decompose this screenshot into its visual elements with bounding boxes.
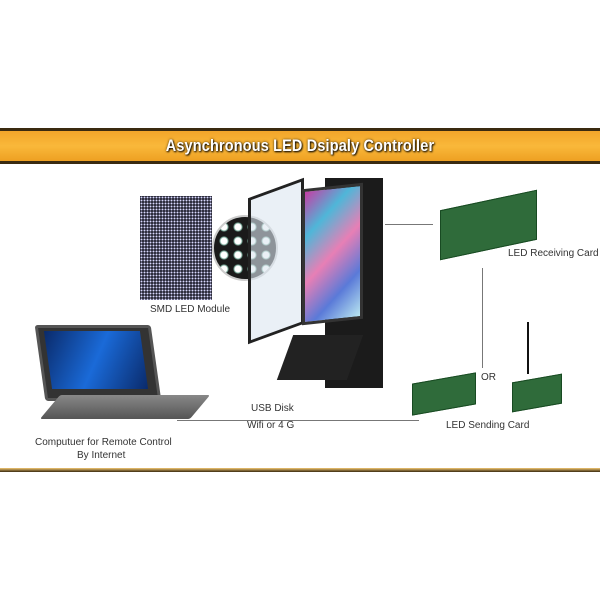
computer-label: Computuer for Remote Control — [35, 437, 172, 448]
display-screen-image — [302, 182, 363, 326]
computer-label-line2: By Internet — [77, 450, 126, 461]
or-label: OR — [481, 372, 496, 383]
laptop-keyboard-image — [39, 395, 211, 419]
sending-card-label: LED Sending Card — [446, 420, 530, 431]
smd-led-module-image — [140, 196, 212, 300]
usb-label: USB Disk — [251, 403, 294, 414]
laptop-screen-image — [43, 331, 149, 389]
wireless-sending-card-image — [512, 373, 562, 413]
cabinet-door-image — [248, 177, 304, 345]
page-title: Asynchronous LED Dsipaly Controller — [165, 136, 435, 155]
module-label: SMD LED Module — [150, 304, 231, 315]
connector-line — [177, 420, 419, 421]
receiving-card-label: LED Receiving Card — [508, 248, 599, 259]
title-banner — [0, 128, 600, 164]
bottom-divider — [0, 468, 600, 472]
connector-line — [385, 224, 433, 225]
sending-card-image — [412, 372, 476, 416]
antenna-image — [527, 322, 529, 374]
connector-line — [482, 268, 483, 368]
wifi-label: Wifi or 4 G — [247, 420, 295, 431]
